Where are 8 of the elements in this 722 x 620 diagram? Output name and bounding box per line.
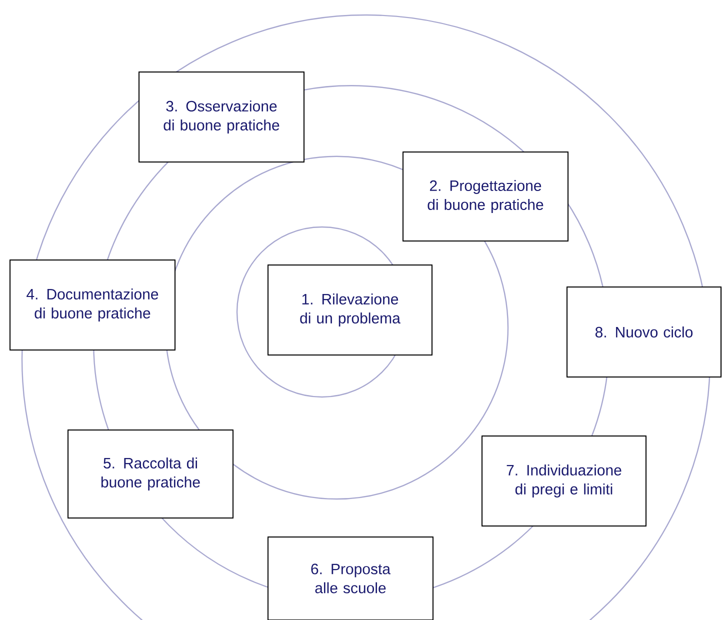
step-box: 7. Individuazione di pregi e limiti	[482, 435, 646, 526]
step-box: 3. Osservazione di buone pratiche	[138, 71, 304, 162]
step-box: 4. Documentazione di buone pratiche	[10, 259, 176, 350]
step-box: 8. Nuovo ciclo	[566, 286, 722, 378]
step-box: 2. Progettazione di buone pratiche	[402, 151, 568, 242]
step-box: 5. Raccolta di buone pratiche	[68, 429, 234, 518]
step-box: 6. Proposta alle scuole	[268, 536, 434, 620]
step-box: 1. Rilevazione di un problema	[268, 264, 432, 356]
